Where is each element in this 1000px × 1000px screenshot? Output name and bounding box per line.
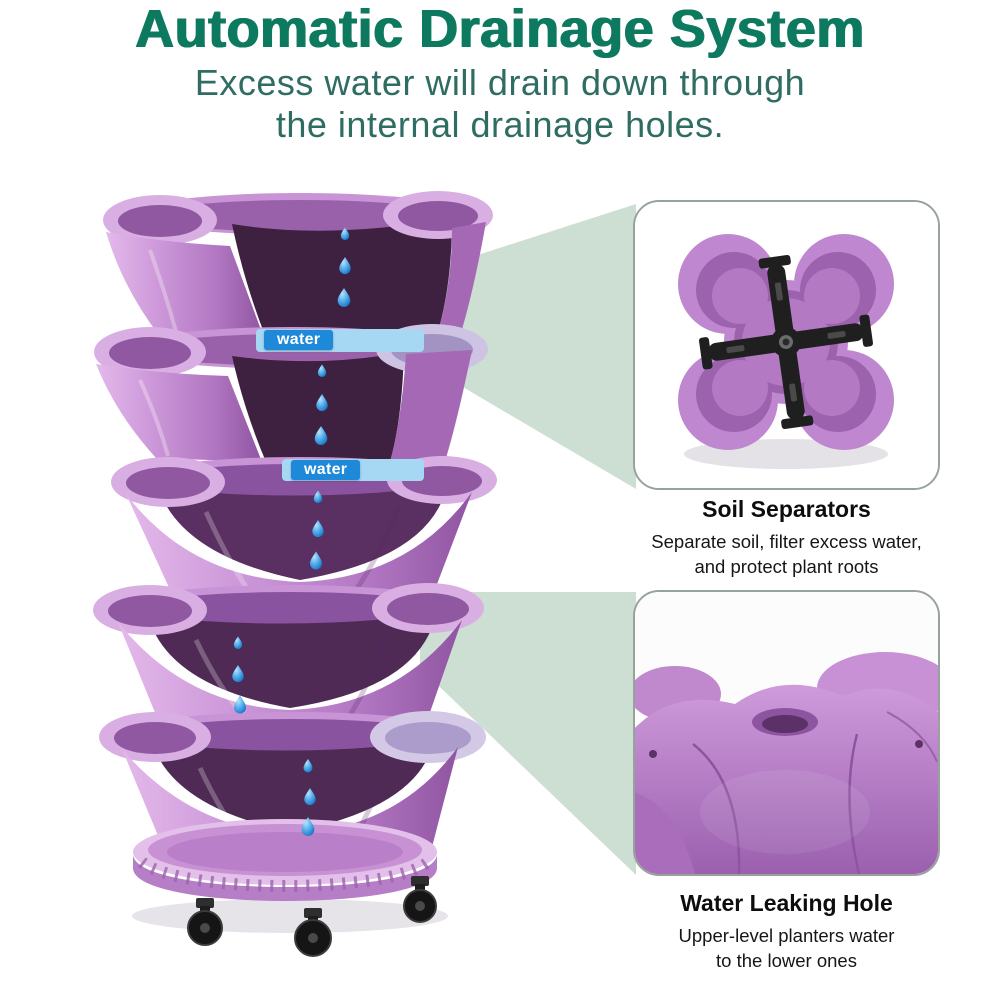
callout-soil-separators-image — [633, 200, 940, 490]
water-leaking-hole-description: Upper-level planters water to the lower … — [618, 924, 955, 974]
soil-separators-description: Separate soil, filter excess water, and … — [618, 530, 955, 580]
quatrefoil-floor — [712, 268, 860, 416]
planter-tier-1 — [103, 191, 493, 338]
caption-line: Upper-level planters water — [678, 925, 895, 946]
soil-separator-top-view — [635, 202, 938, 488]
planter-tier-4 — [93, 583, 484, 732]
soil-separators-title: Soil Separators — [702, 496, 871, 522]
caster-wheel-center — [294, 908, 332, 957]
water-leaking-hole-title: Water Leaking Hole — [680, 890, 893, 916]
caster-wheel-right — [403, 876, 437, 923]
subtitle-line-2: the internal drainage holes. — [275, 103, 725, 145]
callout-water-leaking-hole-image — [633, 590, 940, 876]
planter-bottom-closeup — [635, 592, 938, 874]
caption-line: Separate soil, filter excess water, — [651, 531, 922, 552]
soil-separator-cross — [698, 254, 874, 430]
water-label-lower: water — [291, 460, 361, 480]
caster-wheel-left — [187, 898, 223, 946]
callout-beam-bottom — [420, 592, 636, 875]
subtitle-line-1: Excess water will drain down through — [194, 62, 806, 103]
water-label-upper: water — [264, 330, 334, 350]
callout-water-leaking-hole-caption: Water Leaking Hole Upper-level planters … — [618, 890, 955, 974]
page-subtitle: Excess water will drain down through the… — [0, 62, 1000, 146]
page-title: Automatic Drainage System — [135, 0, 865, 59]
rolling-base-tray — [132, 819, 448, 933]
caption-line: to the lower ones — [716, 949, 857, 971]
caption-line: and protect plant roots — [694, 555, 879, 577]
callout-soil-separators-caption: Soil Separators Separate soil, filter ex… — [618, 496, 955, 580]
